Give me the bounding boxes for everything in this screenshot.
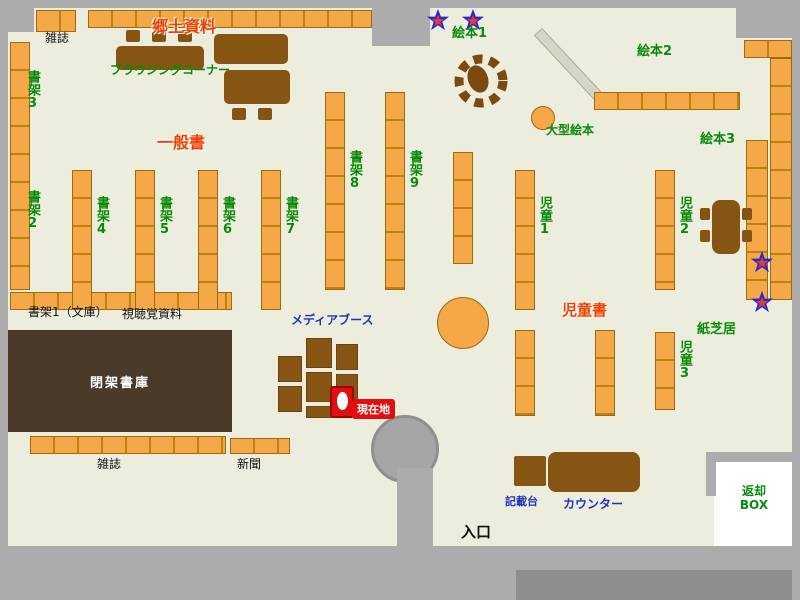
return-box-wall-top <box>706 452 792 462</box>
shelf-children1-column <box>515 170 535 310</box>
return-box-label: 返却 BOX <box>716 484 792 513</box>
closed-stacks-label: 閉架書庫 <box>89 375 150 391</box>
shelf-s1-bunko <box>10 292 232 310</box>
shelf-magazines-bottom <box>30 436 226 454</box>
shelf-s5-column <box>135 170 155 310</box>
shelf-s8-column <box>325 92 345 290</box>
star-marker <box>750 250 774 273</box>
chair <box>742 208 752 220</box>
label-local-materials: 郷土資料 <box>152 17 217 36</box>
shelf-children-lower-b <box>595 330 615 416</box>
label-ehon2: 絵本2 <box>637 44 673 59</box>
shelf-magazines-top <box>36 10 76 32</box>
browsing-table-a <box>116 46 204 70</box>
writing-desk <box>514 456 546 486</box>
entrance-wall <box>397 468 433 546</box>
return-box-wall-left <box>706 452 716 496</box>
shelf-right-inner <box>746 140 768 300</box>
return-box-room <box>714 458 792 546</box>
current-location-booth <box>330 386 354 418</box>
star-marker <box>426 8 450 31</box>
shelf-ehon2 <box>594 92 740 110</box>
shelf-s6-column <box>198 170 218 310</box>
shelf-s9-column <box>385 92 405 290</box>
label-children3: 児童3 <box>677 340 692 381</box>
label-children1: 児童1 <box>537 196 552 237</box>
label-shelf9: 書架9 <box>407 150 422 191</box>
media-booth-unit <box>306 372 332 402</box>
label-shelf6: 書架6 <box>220 196 235 237</box>
wall-top-left <box>8 8 34 32</box>
label-audiovisual: 視聴覚資料 <box>122 307 183 321</box>
chair <box>700 230 710 242</box>
label-media-booth: メディアブース <box>291 313 374 327</box>
return-box-label-line2: BOX <box>739 498 769 513</box>
media-booth-unit <box>336 344 358 370</box>
star-marker <box>461 8 485 31</box>
shelf-children3-column <box>655 332 675 410</box>
shelf-s7-column <box>261 170 281 310</box>
label-large-picture-books: 大型絵本 <box>546 123 595 137</box>
chair <box>700 208 710 220</box>
reading-table <box>712 200 740 254</box>
label-shelf5: 書架5 <box>157 196 172 237</box>
label-shelf2: 書架2 <box>25 190 40 231</box>
shelf-children-lower-a <box>515 330 535 416</box>
label-ehon3: 絵本3 <box>700 132 736 147</box>
shelf-top-right-corner <box>744 40 792 58</box>
label-children2: 児童2 <box>677 196 692 237</box>
shelf-children2-column <box>655 170 675 290</box>
chair <box>178 30 192 42</box>
media-booth-unit <box>278 356 302 382</box>
return-box-label-line1: 返却 <box>741 484 766 498</box>
chair <box>152 30 166 42</box>
label-ehon1: 絵本1 <box>452 26 488 41</box>
shelf-top-wall <box>88 10 372 28</box>
label-general-books: 一般書 <box>157 133 206 152</box>
label-writing-desk: 記載台 <box>505 495 538 508</box>
shelf-right-wall <box>770 58 792 300</box>
wall-top-right <box>736 8 792 38</box>
chair <box>126 30 140 42</box>
label-children-books: 児童書 <box>562 301 608 319</box>
booth-seat <box>336 392 348 410</box>
shelf-newspapers <box>230 438 290 454</box>
label-browsing-corner: ブラウジングコーナー <box>110 63 231 77</box>
media-booth-unit <box>306 338 332 368</box>
chair <box>258 108 272 120</box>
media-booth-unit <box>278 386 302 412</box>
label-magazines-bottom: 雑誌 <box>97 457 122 471</box>
label-shelf1-bunko: 書架1（文庫） <box>28 305 108 319</box>
wall-bottom-right <box>516 570 792 600</box>
counter-desk <box>548 452 640 492</box>
star-marker <box>750 290 774 313</box>
round-table <box>437 297 489 349</box>
shelf-s4-column <box>72 170 92 310</box>
label-newspapers: 新聞 <box>237 457 262 471</box>
label-shelf4: 書架4 <box>94 196 109 237</box>
story-circle-seats <box>454 54 508 108</box>
label-entrance: 入口 <box>461 523 492 541</box>
current-location-badge: 現在地 <box>352 399 395 419</box>
label-magazines-top: 雑誌 <box>44 31 69 45</box>
label-shelf7: 書架7 <box>283 196 298 237</box>
label-kamishibai: 紙芝居 <box>697 322 737 337</box>
closed-stacks-room: 閉架書庫 <box>8 330 232 432</box>
media-booth-unit <box>306 406 332 418</box>
browsing-table-b <box>214 34 288 64</box>
browsing-table-c <box>224 70 290 104</box>
label-shelf3: 書架3 <box>25 70 40 111</box>
wall-top-center <box>372 8 430 46</box>
label-shelf8: 書架8 <box>347 150 362 191</box>
chair <box>742 230 752 242</box>
label-counter: カウンター <box>563 497 624 511</box>
shelf-left-wall <box>10 42 30 290</box>
chair <box>232 108 246 120</box>
large-picture-books-stand <box>531 106 555 130</box>
shelf-center-column <box>453 152 473 264</box>
